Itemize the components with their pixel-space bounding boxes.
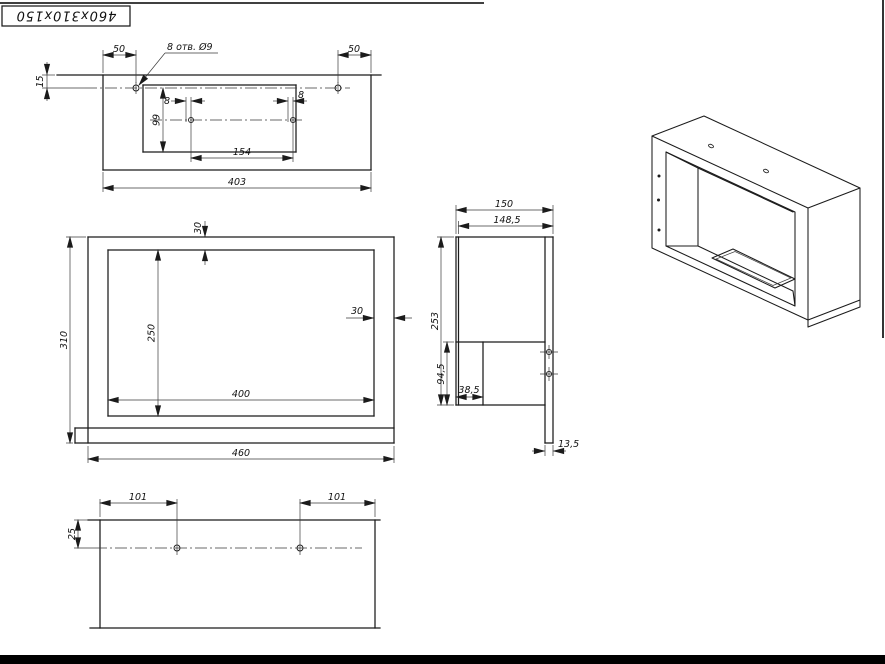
dim-label: 8 (164, 96, 170, 107)
dim-label: 403 (228, 177, 246, 188)
title-block: 460x310x150 (1, 5, 131, 27)
dim-label: 50 (113, 44, 125, 55)
iso-holes (657, 143, 769, 232)
front-view: 310 460 250 400 30 30 (59, 221, 412, 463)
side-view-outline (455, 236, 554, 444)
dim-label: 8 (298, 90, 304, 101)
dim-label: 99 (152, 114, 163, 126)
top-view: 50 50 8 отв. Ø9 15 8 (35, 42, 382, 192)
iso-box-outline (651, 115, 861, 321)
dim-99: 99 (152, 86, 167, 154)
dim-8-left: 8 (164, 96, 205, 122)
bottom-view-holes (173, 541, 304, 555)
dim-250: 250 (147, 248, 162, 418)
dim-400: 400 (106, 389, 376, 404)
dim-label: 310 (59, 331, 70, 349)
dim-label: 101 (129, 492, 147, 503)
dim-50-right: 50 (336, 44, 373, 83)
top-view-mounting-holes (132, 82, 342, 126)
dim-25: 25 (67, 518, 95, 550)
dim-8-right: 8 (273, 90, 307, 122)
sheet-border-bottom (0, 655, 885, 664)
dim-403: 403 (101, 172, 373, 192)
dim-101-left: 101 (98, 492, 179, 541)
iso-interior (665, 151, 796, 307)
dim-148-5: 148,5 (457, 215, 555, 234)
iso-flange (807, 299, 861, 328)
dim-label: 400 (232, 389, 250, 400)
dim-label: 25 (67, 528, 78, 540)
dim-label: 250 (147, 324, 158, 342)
dim-label: 94,5 (436, 363, 447, 384)
top-view-outline (56, 74, 382, 171)
isometric-view (651, 115, 861, 328)
holes-callout: 8 отв. Ø9 (138, 42, 218, 86)
title-block-box (1, 5, 131, 27)
dim-310: 310 (59, 235, 86, 445)
dim-label: 154 (233, 147, 251, 158)
dim-15: 15 (35, 62, 85, 101)
dim-38-5: 38,5 (454, 385, 485, 401)
iso-floor-cutout (711, 248, 796, 289)
bottom-view: 101 101 25 (67, 492, 381, 629)
holes-note-label: 8 отв. Ø9 (167, 42, 213, 53)
dim-13-5: 13,5 (532, 439, 579, 456)
dim-label: 253 (430, 312, 441, 330)
dim-label: 30 (193, 222, 204, 234)
front-view-outline (74, 236, 395, 444)
dim-30-top: 30 (193, 221, 209, 265)
dim-label: 460 (232, 448, 250, 459)
dim-150: 150 (454, 199, 555, 234)
dim-50-left: 50 (101, 44, 138, 83)
dim-label: 13,5 (558, 439, 579, 450)
dim-154: 154 (189, 126, 295, 162)
bottom-view-outline (87, 519, 381, 629)
dim-label: 15 (35, 75, 46, 87)
dim-460: 460 (86, 446, 396, 463)
dim-label: 148,5 (493, 215, 520, 226)
dim-label: 150 (495, 199, 513, 210)
drawing-size-label: 460x310x150 (16, 8, 117, 23)
dim-label: 30 (351, 306, 363, 317)
side-view: 150 148,5 253 94,5 38,5 13,5 (430, 199, 579, 456)
dim-94-5: 94,5 (436, 340, 454, 407)
dim-30-right: 30 (346, 306, 412, 322)
side-view-holes (540, 345, 558, 381)
dim-label: 101 (328, 492, 346, 503)
dim-label: 50 (348, 44, 360, 55)
dim-label: 38,5 (458, 385, 479, 396)
dim-101-right: 101 (298, 492, 377, 541)
